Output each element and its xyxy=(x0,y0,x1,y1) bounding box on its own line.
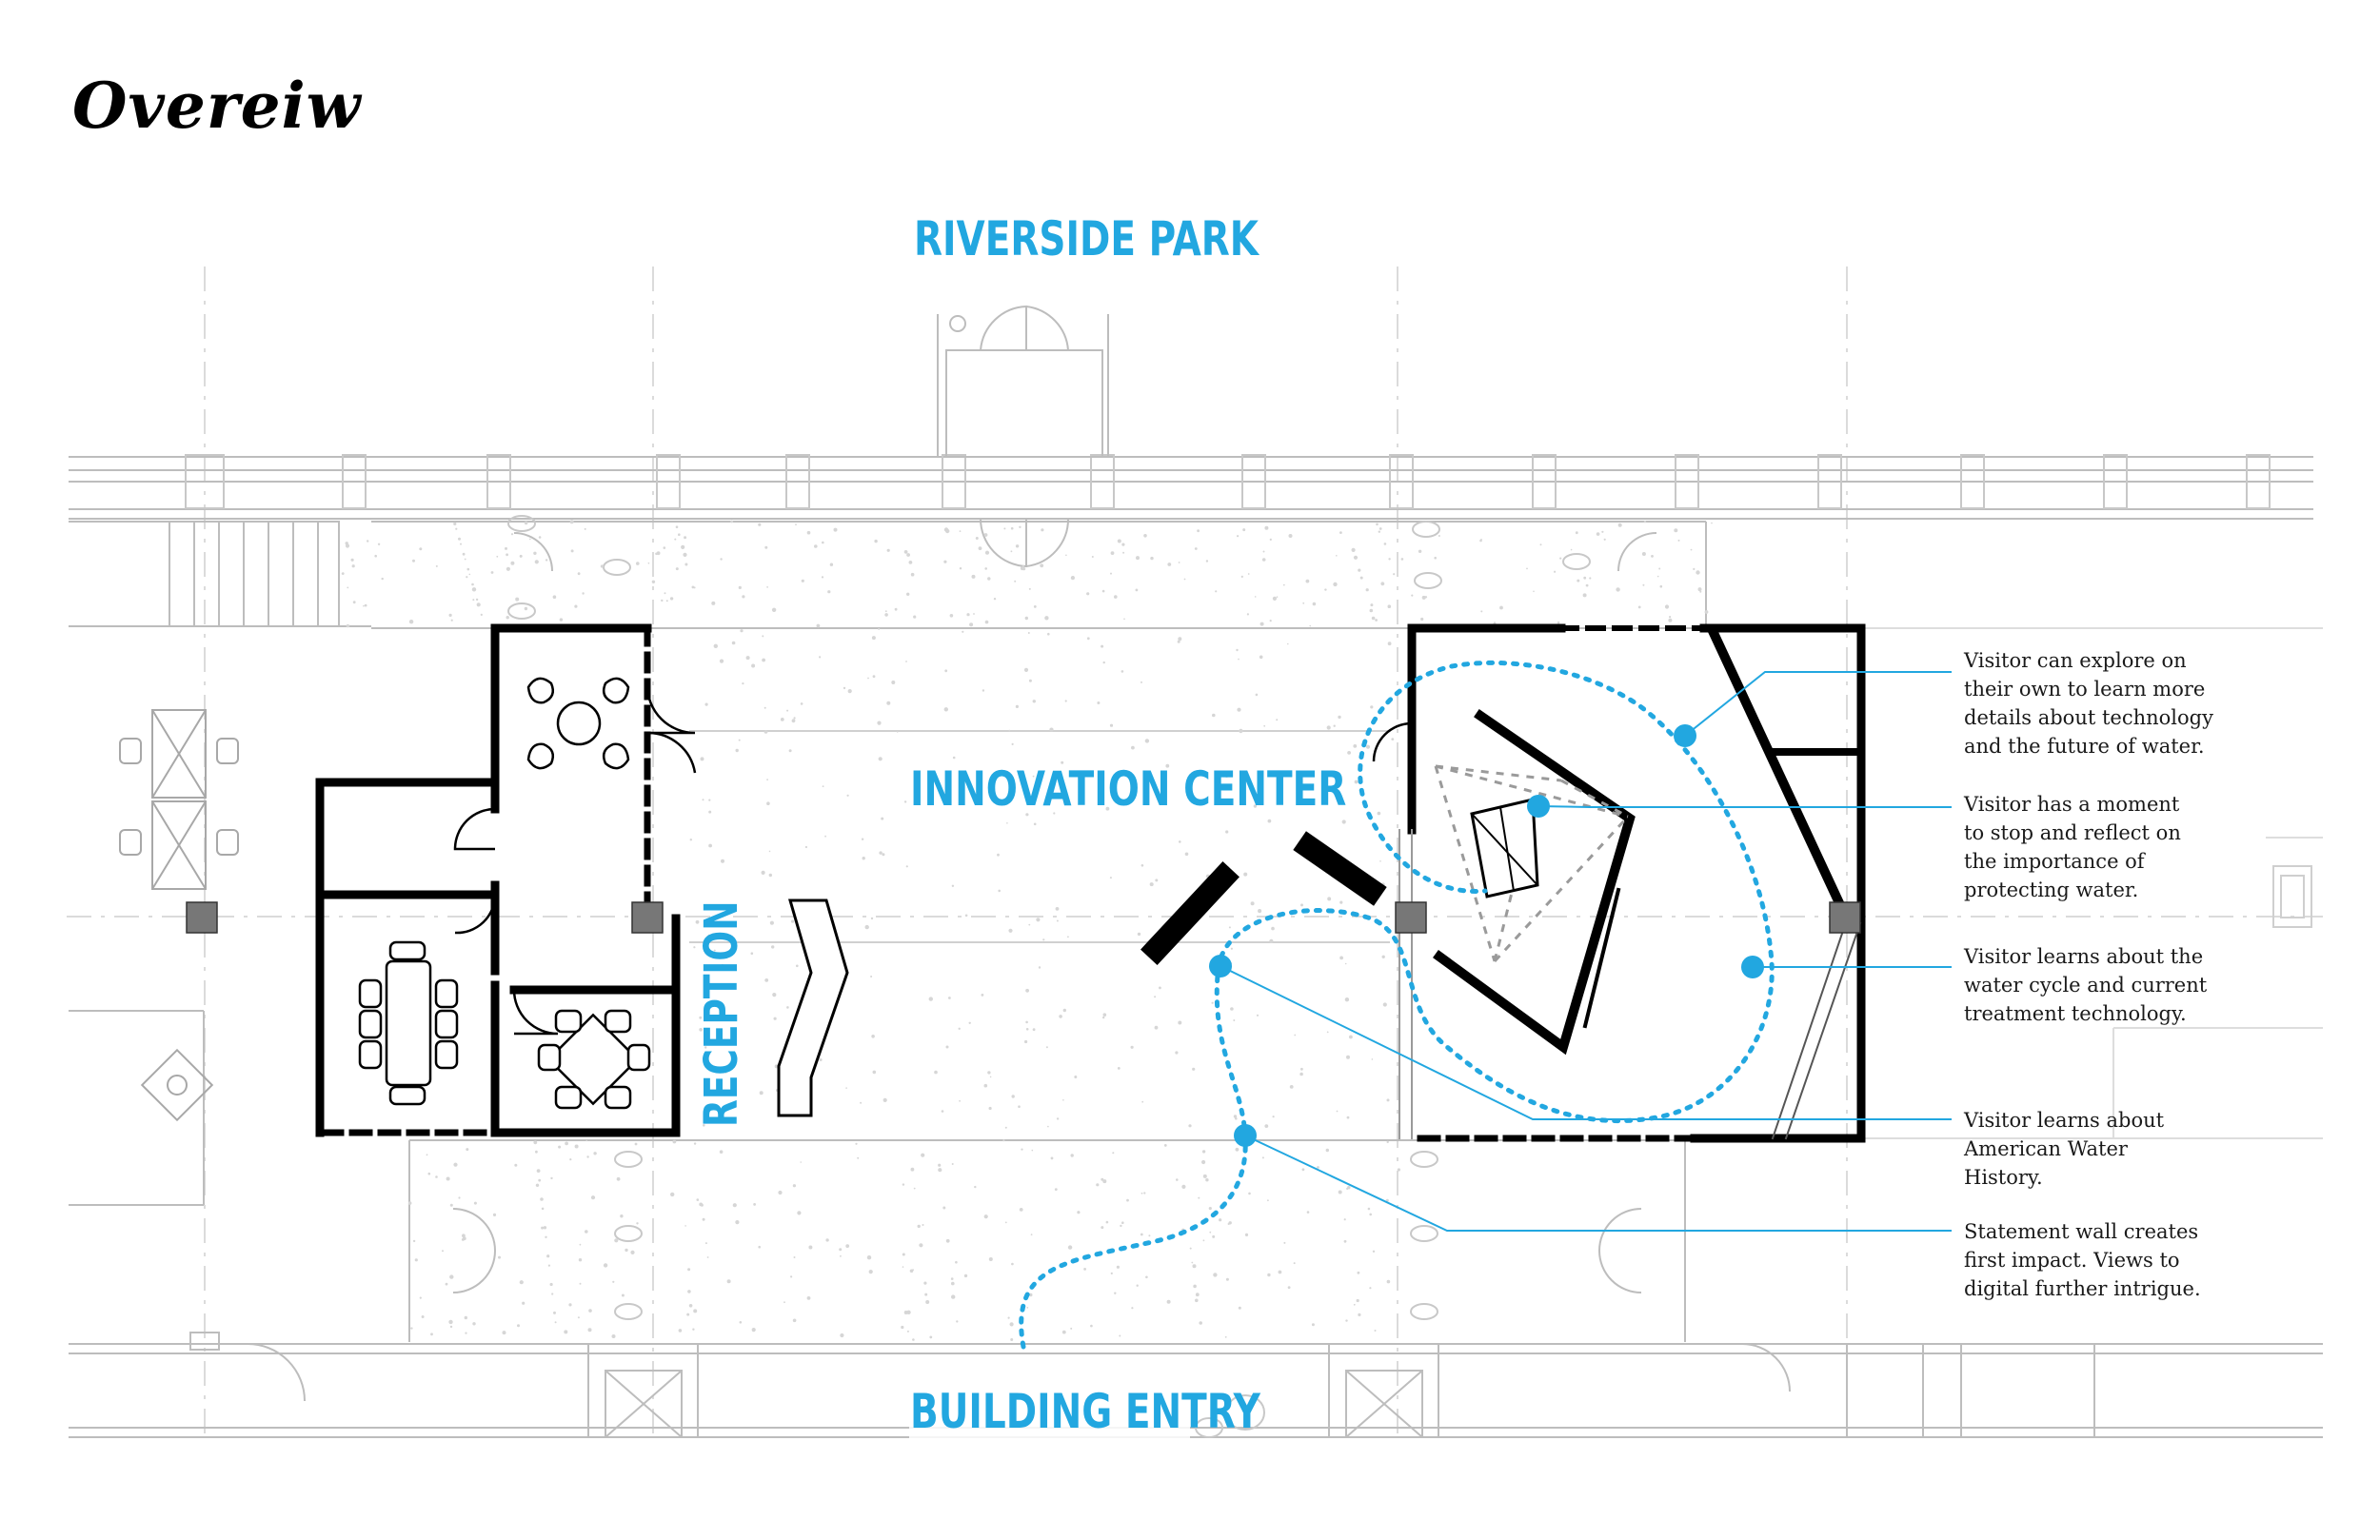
marker-history xyxy=(1209,955,1232,977)
note-explore: Visitor can explore on their own to lear… xyxy=(1964,646,2250,760)
note-line: and the future of water. xyxy=(1964,735,2205,758)
marker-statement-wall xyxy=(1234,1124,1257,1147)
note-line: digital further intrigue. xyxy=(1964,1277,2201,1300)
door-swings xyxy=(453,684,1413,1036)
note-line: their own to learn more xyxy=(1964,678,2206,701)
note-reflect: Visitor has a moment to stop and reflect… xyxy=(1964,790,2250,904)
note-line: Visitor can explore on xyxy=(1964,649,2187,672)
floor-texture xyxy=(341,520,1713,1341)
note-line: Visitor learns about the xyxy=(1964,945,2204,968)
reflection-sculpture xyxy=(1434,764,1630,963)
note-line: Visitor learns about xyxy=(1964,1109,2165,1132)
marker-water-cycle xyxy=(1741,956,1764,978)
note-line: treatment technology. xyxy=(1964,1002,2187,1025)
page-title: Overeiw xyxy=(72,69,362,143)
existing-building-linework xyxy=(67,267,2323,1438)
marker-reflect xyxy=(1527,795,1550,818)
note-line: History. xyxy=(1964,1166,2043,1189)
note-line: the importance of xyxy=(1964,850,2145,873)
note-line: Visitor has a moment xyxy=(1964,793,2180,816)
note-line: details about technology xyxy=(1964,706,2213,729)
note-line: water cycle and current xyxy=(1964,974,2208,997)
columns xyxy=(186,901,1861,934)
label-reception: RECEPTION xyxy=(695,900,748,1127)
visitor-path xyxy=(1019,660,1775,1350)
label-innovation-center: INNOVATION CENTER xyxy=(910,761,1347,817)
meeting-furniture xyxy=(358,677,651,1110)
note-history: Visitor learns about American Water Hist… xyxy=(1964,1106,2250,1192)
path-markers xyxy=(1209,724,1764,1147)
outdoor-tables xyxy=(119,709,239,1122)
label-building-entry: BUILDING ENTRY xyxy=(910,1384,1260,1439)
note-line: first impact. Views to xyxy=(1964,1249,2180,1272)
new-walls xyxy=(315,623,1866,1143)
note-line: protecting water. xyxy=(1964,879,2139,901)
note-line: Statement wall creates xyxy=(1964,1220,2199,1243)
annotation-leaders xyxy=(1220,671,1952,1232)
marker-explore xyxy=(1674,724,1696,747)
note-line: to stop and reflect on xyxy=(1964,821,2181,844)
reception-desk xyxy=(777,898,849,1117)
note-water-cycle: Visitor learns about the water cycle and… xyxy=(1964,942,2250,1028)
note-line: American Water xyxy=(1964,1137,2128,1160)
label-riverside-park: RIVERSIDE PARK xyxy=(914,211,1259,267)
note-statement-wall: Statement wall creates first impact. Vie… xyxy=(1964,1217,2250,1303)
